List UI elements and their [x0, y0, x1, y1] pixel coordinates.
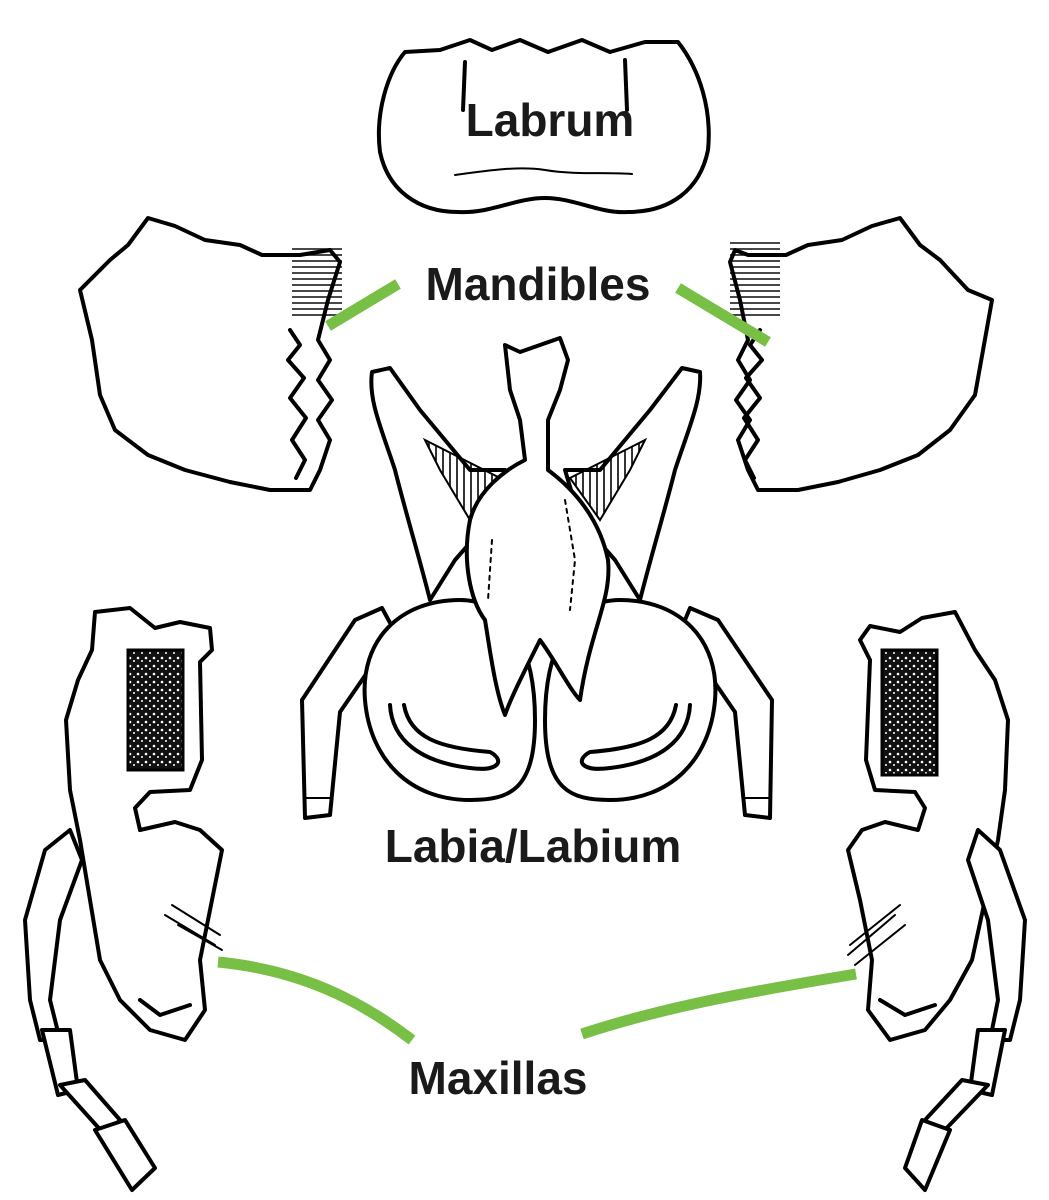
label-labrum: Labrum — [466, 94, 635, 146]
leader-maxilla-right — [580, 968, 857, 1040]
label-maxillas: Maxillas — [409, 1052, 588, 1104]
labium-shape — [300, 336, 774, 820]
labrum-shape — [376, 38, 711, 215]
leader-lines — [217, 279, 857, 1045]
leader-maxilla-left — [217, 956, 416, 1045]
label-labium: Labia/Labium — [385, 820, 681, 872]
right-maxilla-shape — [846, 610, 1027, 1192]
left-mandible-shape — [78, 216, 342, 492]
label-mandibles: Mandibles — [426, 258, 651, 310]
leader-mandible-left — [325, 279, 401, 331]
leader-mandible-right — [675, 283, 771, 347]
left-maxilla-shape — [23, 606, 224, 1192]
right-mandible-shape — [728, 216, 994, 492]
